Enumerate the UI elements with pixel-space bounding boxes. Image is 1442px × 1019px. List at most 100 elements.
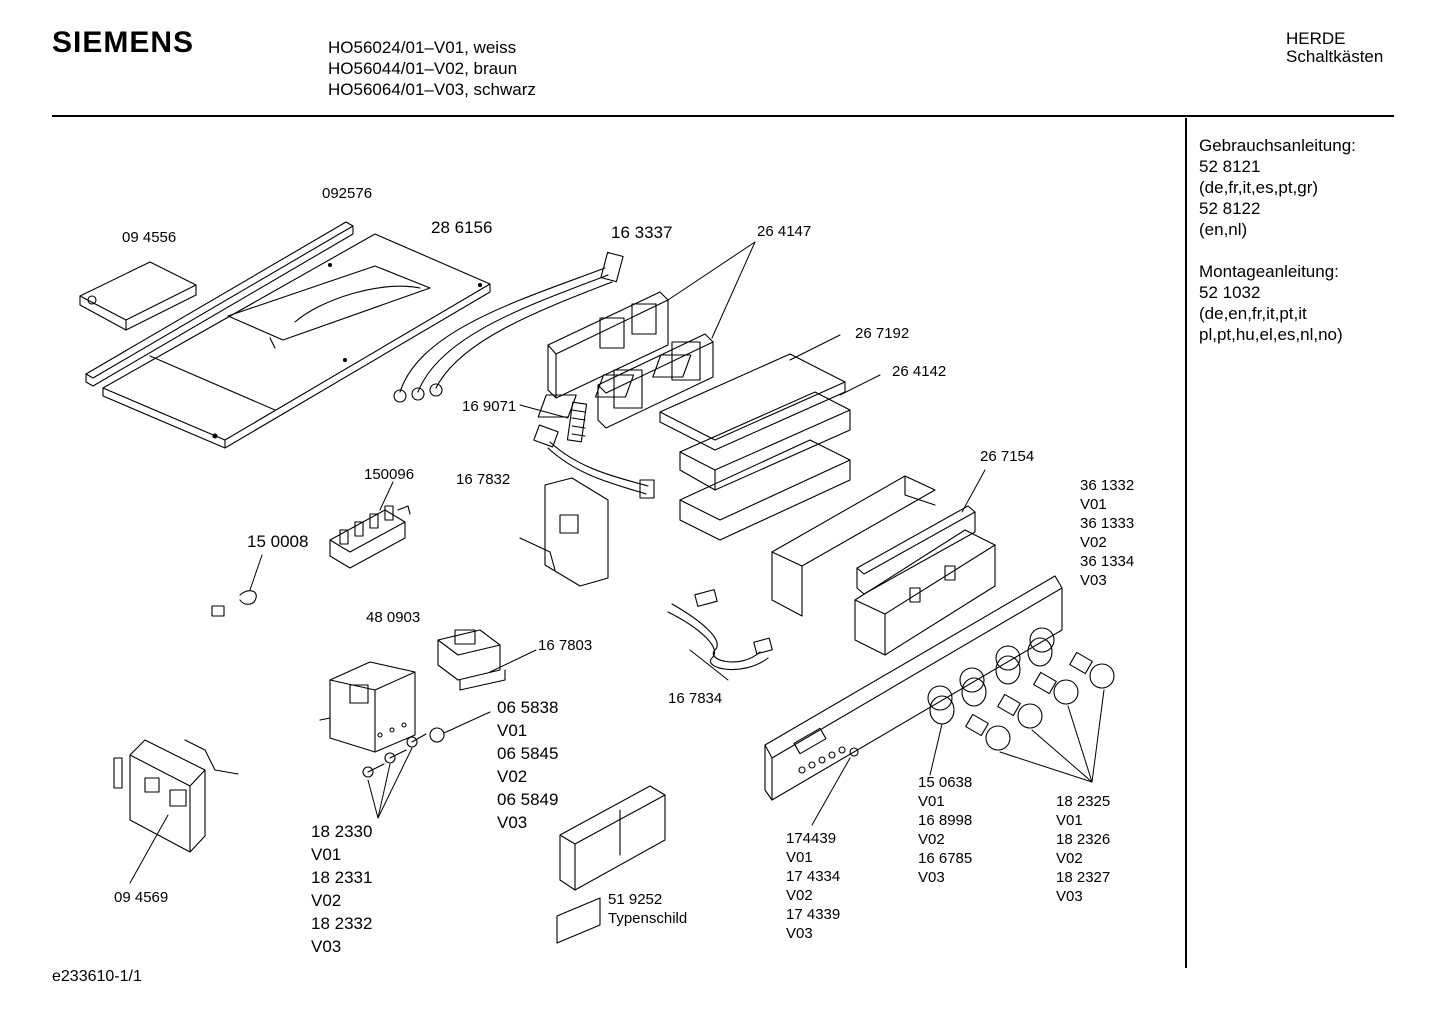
connector-block	[567, 402, 586, 442]
variant-label: V03	[311, 937, 342, 956]
leader-lines	[130, 242, 1104, 883]
variant-label: V02	[1080, 534, 1107, 551]
part-label: 06 5849	[497, 790, 559, 809]
variant-label: V02	[918, 831, 945, 848]
assembly-line: pl,pt,hu,el,es,nl,no)	[1199, 325, 1343, 344]
variant-label: V02	[1056, 850, 1083, 867]
variant-label: V02	[786, 887, 813, 904]
model-line: HO56024/01–V01, weiss	[328, 38, 517, 57]
spring-clip	[212, 591, 256, 616]
top-panel	[103, 234, 490, 448]
control-housing	[680, 392, 850, 540]
variant-label: V01	[1080, 496, 1107, 513]
part-label: 16 6785	[918, 850, 973, 867]
part-label: 18 2325	[1056, 793, 1111, 810]
variant-label: V03	[918, 869, 945, 886]
assembly-line: 52 1032	[1199, 283, 1261, 302]
variant-label: V03	[1056, 888, 1083, 905]
category-label: HERDE Schaltkästen	[1286, 30, 1383, 66]
lower-panel	[560, 786, 665, 890]
variant-label: V02	[311, 891, 342, 910]
cable-harness-top	[394, 252, 623, 402]
manual-line: (en,nl)	[1199, 220, 1248, 239]
switch-frame	[538, 354, 845, 450]
part-label: 16 7834	[668, 690, 723, 707]
part-label-group: 15 0638 V01 16 8998 V02 16 6785 V03	[918, 773, 972, 887]
type-plate	[557, 898, 600, 943]
part-label: 18 2326	[1056, 831, 1111, 848]
assembly-line: (de,en,fr,it,pt,it	[1199, 304, 1307, 323]
manual-line: 52 8121	[1199, 157, 1261, 176]
variant-label: V03	[1080, 572, 1107, 589]
cable-harness-mid	[534, 425, 654, 498]
part-label: 150096	[364, 466, 415, 483]
part-label: 15 0008	[247, 532, 309, 551]
clock-knobs	[363, 728, 444, 777]
part-label-group: 51 9252 Typenschild	[608, 890, 687, 928]
terminal-block	[330, 506, 410, 568]
front-plate	[772, 476, 975, 616]
part-label: 092576	[322, 185, 373, 202]
assembly-title: Montageanleitung:	[1199, 262, 1339, 281]
control-box	[855, 530, 995, 655]
part-label: 48 0903	[366, 609, 421, 626]
part-label: 17 4334	[786, 868, 841, 885]
part-label: 26 7192	[855, 325, 910, 342]
part-label: 28 6156	[431, 218, 493, 237]
part-label: 36 1334	[1080, 553, 1135, 570]
variant-label: V01	[786, 849, 813, 866]
part-label: 174439	[786, 830, 837, 847]
part-label: 16 9071	[462, 398, 517, 415]
switch-assembly	[548, 292, 713, 428]
part-label: 16 7832	[456, 471, 511, 488]
part-label: 18 2331	[311, 868, 373, 887]
variant-label: V01	[1056, 812, 1083, 829]
long-rail	[86, 222, 353, 386]
part-label: 09 4556	[122, 229, 177, 246]
part-label: 18 2330	[311, 822, 373, 841]
manual-line: 52 8122	[1199, 199, 1261, 218]
variant-label: V01	[311, 845, 342, 864]
brand-logo: SIEMENS	[52, 26, 195, 59]
knob-rings	[930, 638, 1052, 724]
part-label-group: 36 1332 V01 36 1333 V02 36 1334 V03	[1080, 476, 1134, 590]
part-label: 06 5845	[497, 744, 559, 763]
side-bracket	[114, 740, 238, 852]
part-label: 36 1333	[1080, 515, 1135, 532]
part-label: 26 4142	[892, 363, 947, 380]
category-line: Schaltkästen	[1286, 47, 1384, 66]
manual-line: (de,fr,it,es,pt,gr)	[1199, 178, 1319, 197]
category-line: HERDE	[1286, 29, 1346, 48]
cover-plate-small	[80, 262, 196, 330]
part-label: 09 4569	[114, 889, 169, 906]
control-knobs	[966, 652, 1114, 750]
part-description: Typenschild	[608, 910, 688, 927]
clock-module	[320, 662, 415, 752]
manual-title: Gebrauchsanleitung:	[1199, 136, 1356, 155]
model-list: HO56024/01–V01, weiss HO56044/01–V02, br…	[328, 37, 536, 100]
manual-references: Gebrauchsanleitung: 52 8121 (de,fr,it,es…	[1199, 135, 1356, 345]
mounting-bracket	[520, 478, 608, 586]
part-label: 16 7803	[538, 637, 593, 654]
drawing-number: e233610-1/1	[52, 968, 142, 985]
part-label: 18 2327	[1056, 869, 1111, 886]
model-line: HO56044/01–V02, braun	[328, 59, 518, 78]
variant-label: V03	[497, 813, 528, 832]
cable-harness-low	[668, 590, 772, 670]
part-label-group: 18 2325 V01 18 2326 V02 18 2327 V03	[1056, 792, 1110, 906]
part-label: 16 8998	[918, 812, 973, 829]
part-label: 16 3337	[611, 223, 673, 242]
part-label-group: 18 2330 V01 18 2331 V02 18 2332 V03	[311, 820, 372, 958]
transformer	[438, 630, 505, 690]
part-label-group: 174439 V01 17 4334 V02 17 4339 V03	[786, 829, 840, 943]
part-label: 51 9252	[608, 891, 663, 908]
model-line: HO56064/01–V03, schwarz	[328, 80, 536, 99]
part-label-group: 06 5838 V01 06 5845 V02 06 5849 V03	[497, 696, 558, 834]
part-label: 17 4339	[786, 906, 841, 923]
control-fascia	[765, 576, 1062, 800]
header-divider	[52, 115, 1394, 117]
variant-label: V03	[786, 925, 813, 942]
part-label: 26 7154	[980, 448, 1035, 465]
part-label: 06 5838	[497, 698, 559, 717]
